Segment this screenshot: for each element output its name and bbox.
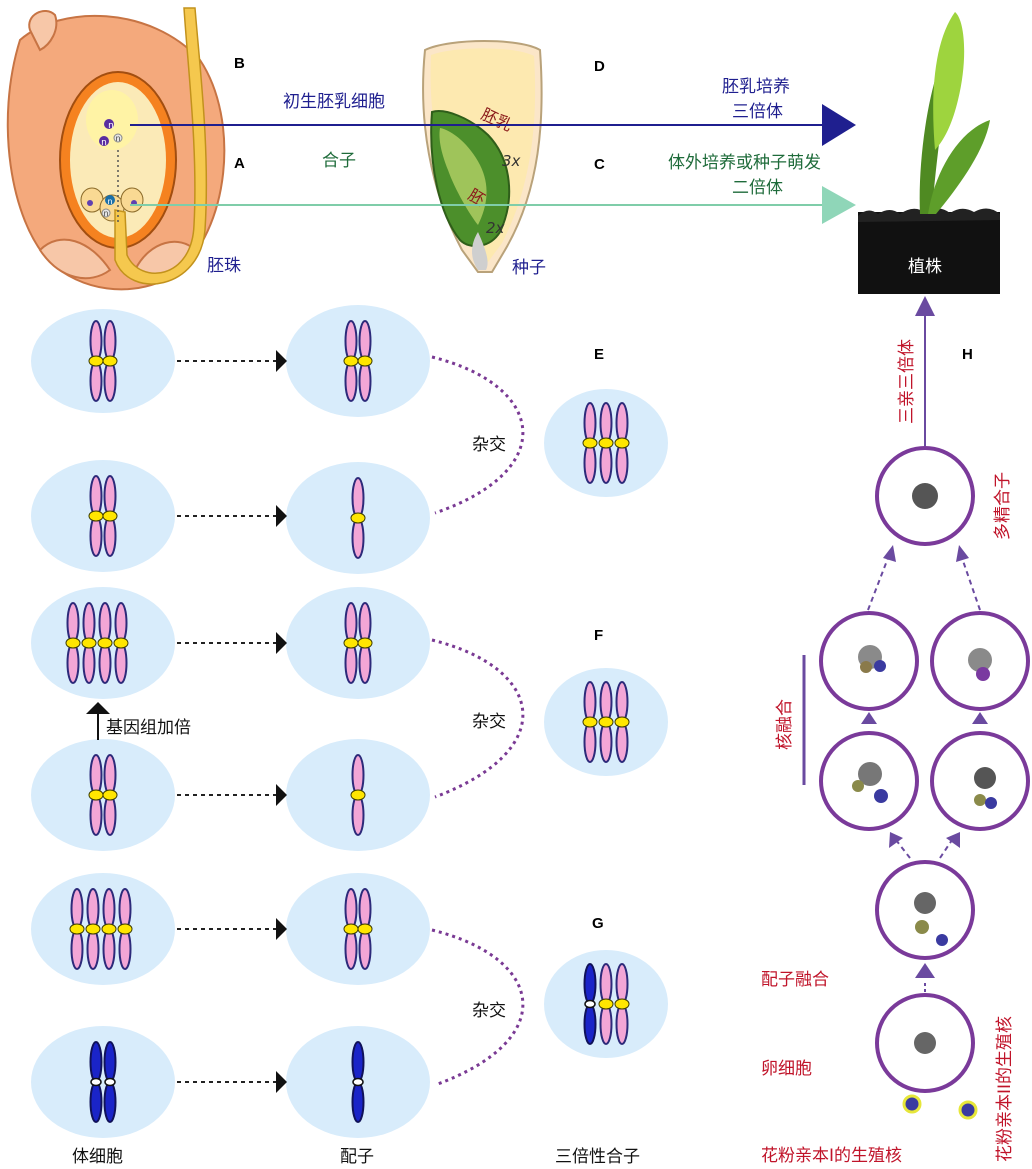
somatic-cell-g2	[31, 1026, 175, 1138]
triploid-label: 三倍体	[732, 102, 783, 122]
diploid-label: 二倍体	[732, 178, 783, 198]
somatic-to-gamete-arrow-1	[177, 350, 287, 372]
arrow-endosperm-head	[822, 104, 856, 146]
marker-n-3: n	[115, 134, 120, 143]
cell-fusing-left	[819, 611, 919, 711]
triploid-zygote-e	[544, 389, 668, 497]
letter-b: B	[234, 55, 245, 72]
seed-illustration	[422, 40, 543, 273]
split-arrow-left-line	[895, 839, 911, 859]
pollen-parent-1-label: 花粉亲本I的生殖核	[761, 1146, 902, 1166]
up-arrow-right-mid	[972, 712, 988, 724]
letter-e: E	[594, 346, 604, 363]
cell-after-gamete-fusion	[875, 860, 975, 960]
letter-a: A	[234, 155, 245, 172]
somatic-cell-g1	[31, 873, 175, 985]
triploid-zygote-g	[544, 950, 668, 1058]
embryo-ploidy: 2x	[486, 219, 505, 237]
culture-germination-label: 体外培养或种子萌发	[668, 153, 821, 173]
polyspermic-zygote-nucleus	[912, 483, 938, 509]
bottom-label-triploid-zygote: 三倍性合子	[555, 1147, 640, 1167]
up-arrow-gamete-fusion	[915, 963, 935, 978]
cell-fusing-right	[930, 611, 1030, 711]
fuse-arrow-left-head	[883, 545, 896, 562]
chromosome-cells	[31, 305, 668, 1138]
fuse-arrow-left-line	[867, 557, 889, 611]
polyspermic-zygote-label: 多精合子	[993, 472, 1013, 540]
pollen-parent-2-label: 花粉亲本II的生殖核	[995, 1016, 1015, 1162]
cell-three-nuclei-right	[930, 731, 1030, 831]
somatic-to-gamete-arrow-4	[177, 784, 287, 806]
up-arrow-left-mid	[861, 712, 877, 724]
arrow-to-plant-head	[915, 296, 935, 316]
nuclear-fusion-label: 核融合	[775, 699, 795, 750]
arrow-embryo-head	[822, 186, 856, 224]
somatic-to-gamete-arrow-3	[177, 632, 287, 654]
sperm-nuclei	[902, 1094, 978, 1120]
triploid-zygote-f	[544, 668, 668, 776]
endosperm-culture-label: 胚乳培养	[722, 77, 790, 97]
ovule-illustration	[6, 7, 226, 291]
somatic-to-gamete-arrow-2	[177, 505, 287, 527]
marker-n-2: n	[101, 138, 107, 148]
fuse-arrow-right-line	[961, 557, 981, 611]
gamete-cell-e1	[286, 305, 430, 417]
ovule-label: 胚珠	[207, 256, 241, 276]
cross-label-g: 杂交	[472, 1001, 506, 1021]
somatic-cell-e1	[31, 309, 175, 413]
split-arrow-left-head	[889, 832, 903, 848]
cross-label-e: 杂交	[472, 435, 506, 455]
somatic-to-gamete-arrow-5	[177, 918, 287, 940]
plant-label: 植株	[908, 257, 942, 277]
letter-d: D	[594, 58, 605, 75]
somatic-cell-f1	[31, 587, 175, 699]
genome-doubling-arrow-head	[86, 702, 110, 714]
letter-c: C	[594, 156, 605, 173]
parental-triploid-label: 三亲三倍体	[897, 339, 917, 424]
seed-label: 种子	[512, 258, 546, 278]
egg-cell-label: 卵细胞	[761, 1059, 812, 1079]
genome-doubling-label: 基因组加倍	[106, 718, 191, 738]
fuse-arrow-right-head	[956, 545, 969, 562]
letter-g: G	[592, 915, 604, 932]
gamete-cell-e2	[286, 462, 430, 574]
marker-n-4: n	[107, 197, 112, 206]
marker-n-5: n	[103, 209, 108, 218]
egg-cell	[875, 993, 975, 1093]
marker-n-1: n	[108, 121, 114, 131]
bottom-label-somatic: 体细胞	[72, 1147, 123, 1167]
cross-curve-g	[431, 928, 525, 1087]
split-arrow-right-line	[939, 839, 953, 859]
endosperm-ploidy: 3x	[502, 152, 521, 170]
gamete-cell-f1	[286, 587, 430, 699]
endosperm-cell-label: 初生胚乳细胞	[283, 92, 385, 112]
gamete-cell-g2	[286, 1026, 430, 1138]
plant-photo	[858, 12, 1000, 294]
cross-label-f: 杂交	[472, 712, 506, 732]
gamete-cell-f2	[286, 739, 430, 851]
cell-three-nuclei-left	[819, 731, 919, 831]
letter-f: F	[594, 627, 603, 644]
gamete-cell-g1	[286, 873, 430, 985]
somatic-to-gamete-arrow-6	[177, 1071, 287, 1093]
somatic-cell-e2	[31, 460, 175, 572]
split-arrow-right-head	[946, 832, 960, 848]
bottom-label-gamete: 配子	[340, 1147, 374, 1167]
somatic-cell-f2	[31, 739, 175, 851]
zygote-label: 合子	[322, 151, 356, 171]
letter-h: H	[962, 346, 973, 363]
gamete-fusion-label: 配子融合	[761, 970, 829, 990]
